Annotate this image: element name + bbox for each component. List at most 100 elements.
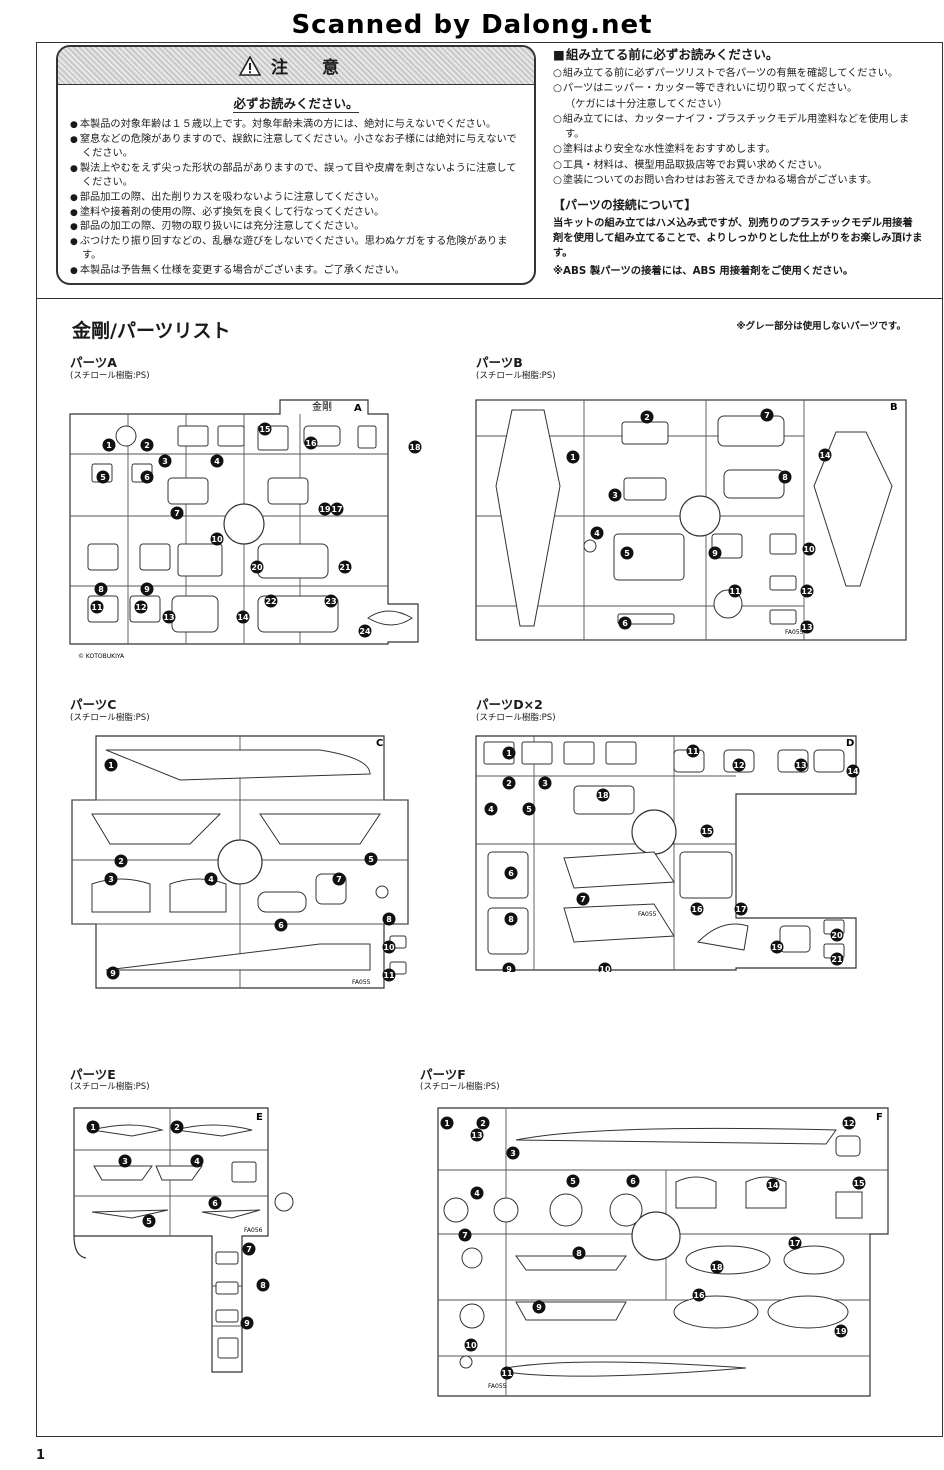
runner-letter: B xyxy=(890,402,898,413)
svg-text:16: 16 xyxy=(691,905,703,914)
part-number-marker: 11 xyxy=(686,744,700,758)
svg-text:11: 11 xyxy=(91,603,103,612)
svg-text:13: 13 xyxy=(163,613,174,622)
part-number-marker: 11 xyxy=(500,1366,514,1380)
part-number-marker: 3 xyxy=(158,454,172,468)
part-number-marker: 11 xyxy=(728,584,742,598)
svg-text:10: 10 xyxy=(803,545,815,554)
part-number-marker: 1 xyxy=(440,1116,454,1130)
part-number-marker: 17 xyxy=(734,902,748,916)
svg-text:7: 7 xyxy=(174,509,180,518)
svg-text:9: 9 xyxy=(712,549,718,558)
instruction-item: 塗料はより安全な水性塗料をおすすめします。 xyxy=(553,142,923,157)
part-number-marker: 15 xyxy=(852,1176,866,1190)
runner-code: FA056 xyxy=(244,1227,263,1234)
part-number-marker: 8 xyxy=(572,1246,586,1260)
connection-body: 当キットの組み立てはハメ込み式ですが、別売りのプラスチックモデル用接着剤を使用し… xyxy=(553,217,923,260)
svg-text:4: 4 xyxy=(214,457,220,466)
part-number-marker: 5 xyxy=(96,470,110,484)
parts-d-material: (スチロール樹脂:PS) xyxy=(476,713,556,723)
svg-text:4: 4 xyxy=(208,875,214,884)
part-number-marker: 1 xyxy=(86,1120,100,1134)
abs-note: ※ABS 製パーツの接着には、ABS 用接着剤をご使用ください。 xyxy=(553,265,854,278)
part-number-marker: 9 xyxy=(502,962,516,972)
part-number-marker: 4 xyxy=(484,802,498,816)
svg-text:2: 2 xyxy=(644,413,650,422)
svg-text:14: 14 xyxy=(237,613,249,622)
runner-letter: C xyxy=(376,738,383,749)
part-number-marker: 6 xyxy=(208,1196,222,1210)
part-number-marker: 5 xyxy=(566,1174,580,1188)
assembly-instructions: 組み立てる前に必ずお読みください。 組み立てる前に必ずパーツリストで各パーツの有… xyxy=(553,44,923,279)
parts-list-title: 金剛/パーツリスト xyxy=(72,320,231,342)
svg-text:9: 9 xyxy=(244,1319,250,1328)
svg-text:3: 3 xyxy=(108,875,114,884)
svg-text:17: 17 xyxy=(735,905,746,914)
page-number: 1 xyxy=(36,1448,46,1463)
svg-text:9: 9 xyxy=(536,1303,542,1312)
svg-text:7: 7 xyxy=(764,411,770,420)
part-number-marker: 2 xyxy=(170,1120,184,1134)
svg-text:8: 8 xyxy=(508,915,514,924)
part-number-marker: 4 xyxy=(590,526,604,540)
part-number-marker: 20 xyxy=(250,560,264,574)
part-number-marker: 8 xyxy=(504,912,518,926)
part-number-marker: 16 xyxy=(690,902,704,916)
svg-text:1: 1 xyxy=(106,441,112,450)
svg-text:11: 11 xyxy=(383,971,395,980)
cut-warning-note: （ケガには十分注意してください） xyxy=(565,98,728,110)
part-number-marker: 8 xyxy=(94,582,108,596)
part-number-marker: 10 xyxy=(464,1338,478,1352)
part-number-marker: 16 xyxy=(304,436,318,450)
runner-code: FA055 xyxy=(638,911,657,918)
caution-item: 部品加工の際、出た削りカスを吸わないように注意してください。 xyxy=(70,191,522,206)
part-number-marker: 9 xyxy=(240,1316,254,1330)
svg-text:15: 15 xyxy=(701,827,713,836)
svg-text:2: 2 xyxy=(118,857,124,866)
part-number-marker: 6 xyxy=(274,918,288,932)
part-number-marker: 13 xyxy=(794,758,808,772)
part-number-marker: 11 xyxy=(90,600,104,614)
part-number-marker: 6 xyxy=(140,470,154,484)
parts-a-title: パーツA xyxy=(70,355,117,370)
instruction-item: 組み立てには、カッターナイフ・プラスチックモデル用塗料などを使用します。 xyxy=(553,112,923,143)
part-number-marker: 7 xyxy=(170,506,184,520)
svg-text:3: 3 xyxy=(612,491,618,500)
svg-text:8: 8 xyxy=(782,473,788,482)
part-number-marker: 10 xyxy=(382,940,396,954)
part-number-marker: 1 xyxy=(566,450,580,464)
part-number-marker: 2 xyxy=(476,1116,490,1130)
parts-d-title: パーツD×2 xyxy=(476,697,543,712)
part-number-marker: 3 xyxy=(538,776,552,790)
part-number-marker: 13 xyxy=(162,610,176,624)
part-number-marker: 6 xyxy=(504,866,518,880)
runner-letter: D xyxy=(846,738,854,749)
svg-text:5: 5 xyxy=(624,549,630,558)
caution-item: 部品の加工の際、刃物の取り扱いには充分注意してください。 xyxy=(70,220,522,235)
part-number-marker: 7 xyxy=(242,1242,256,1256)
svg-text:7: 7 xyxy=(336,875,342,884)
svg-text:14: 14 xyxy=(767,1181,779,1190)
svg-text:24: 24 xyxy=(359,627,371,636)
part-number-marker: 14 xyxy=(846,764,860,778)
svg-text:6: 6 xyxy=(144,473,150,482)
caution-item: ぶつけたり振り回すなどの、乱暴な遊びをしないでください。思わぬケガをする危険があ… xyxy=(70,235,522,264)
part-number-marker: 23 xyxy=(324,594,338,608)
instruction-item: パーツはニッパー・カッター等できれいに切り取ってください。 xyxy=(553,81,923,96)
part-number-marker: 19 xyxy=(318,502,332,516)
part-number-marker: 9 xyxy=(106,966,120,980)
svg-text:4: 4 xyxy=(194,1157,200,1166)
svg-text:8: 8 xyxy=(98,585,104,594)
parts-e-title: パーツE xyxy=(70,1067,116,1082)
svg-text:6: 6 xyxy=(508,869,514,878)
svg-text:18: 18 xyxy=(597,791,609,800)
svg-text:12: 12 xyxy=(733,761,744,770)
svg-text:21: 21 xyxy=(339,563,351,572)
svg-text:5: 5 xyxy=(146,1217,152,1226)
part-number-marker: 4 xyxy=(190,1154,204,1168)
must-read-heading: 必ずお読みください。 xyxy=(233,96,359,113)
svg-text:12: 12 xyxy=(843,1119,854,1128)
svg-text:1: 1 xyxy=(570,453,576,462)
part-number-marker: 13 xyxy=(470,1128,484,1142)
